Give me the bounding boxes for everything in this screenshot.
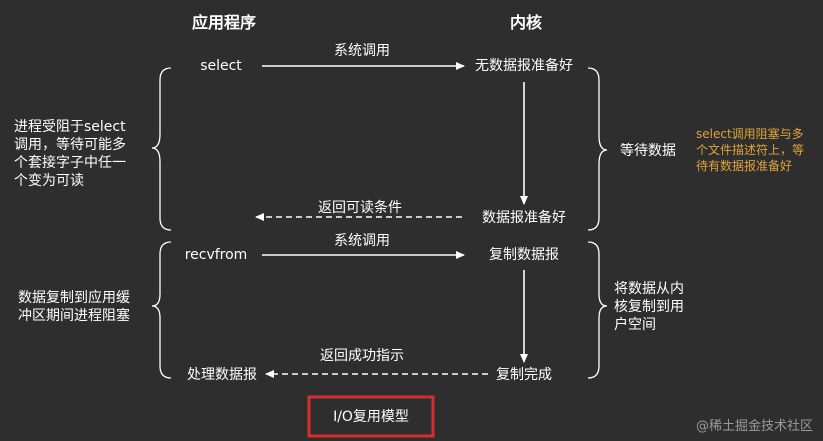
data-ready-label: 数据报准备好	[482, 209, 566, 226]
select-label: select	[200, 58, 242, 74]
blocked-select-note-line-2: 调用，等待可能多	[14, 136, 126, 153]
copy-to-user-note-line-2: 核复制到用	[614, 298, 684, 315]
no-data-ready-label: 无数据报准备好	[475, 57, 573, 74]
return-readable-label: 返回可读条件	[318, 199, 402, 216]
copy-blocked-note-line-2: 冲区期间进程阻塞	[18, 307, 130, 324]
app-header: 应用程序	[192, 13, 256, 32]
blocked-select-note-line-1: 进程受阻于select	[14, 119, 126, 135]
left-brace-copy	[151, 241, 172, 379]
caption-text: I/O复用模型	[333, 408, 409, 425]
blocked-select-note-line-4: 个变为可读	[14, 172, 84, 189]
recvfrom-label: recvfrom	[185, 247, 248, 263]
kernel-header: 内核	[510, 13, 542, 32]
watermark: @稀土掘金技术社区	[696, 418, 813, 434]
wait-data-note: 等待数据	[620, 142, 676, 159]
blocked-select-note-line-3: 个套接字子中任一	[14, 154, 126, 171]
right-brace-wait	[587, 67, 608, 231]
return-success-label: 返回成功指示	[320, 348, 404, 364]
right-brace-copy	[587, 241, 608, 379]
left-brace-wait	[151, 67, 172, 231]
annotation-line-2: 个文件描述符上，等	[696, 142, 804, 157]
copy-to-user-note-line-3: 户空间	[614, 316, 656, 333]
copy-complete-label: 复制完成	[496, 366, 552, 383]
syscall-label-2: 系统调用	[334, 233, 390, 249]
annotation-line-1: select调用阻塞与多	[696, 126, 804, 141]
annotation-line-3: 待有数据报准备好	[696, 158, 792, 173]
syscall-label-1: 系统调用	[334, 43, 390, 59]
copy-blocked-note-line-1: 数据复制到应用缓	[18, 289, 130, 306]
process-datagram-label: 处理数据报	[187, 367, 257, 383]
copy-to-user-note-line-1: 将数据从内	[614, 281, 684, 297]
copy-datagram-label: 复制数据报	[489, 246, 559, 263]
caption-box	[307, 395, 435, 438]
